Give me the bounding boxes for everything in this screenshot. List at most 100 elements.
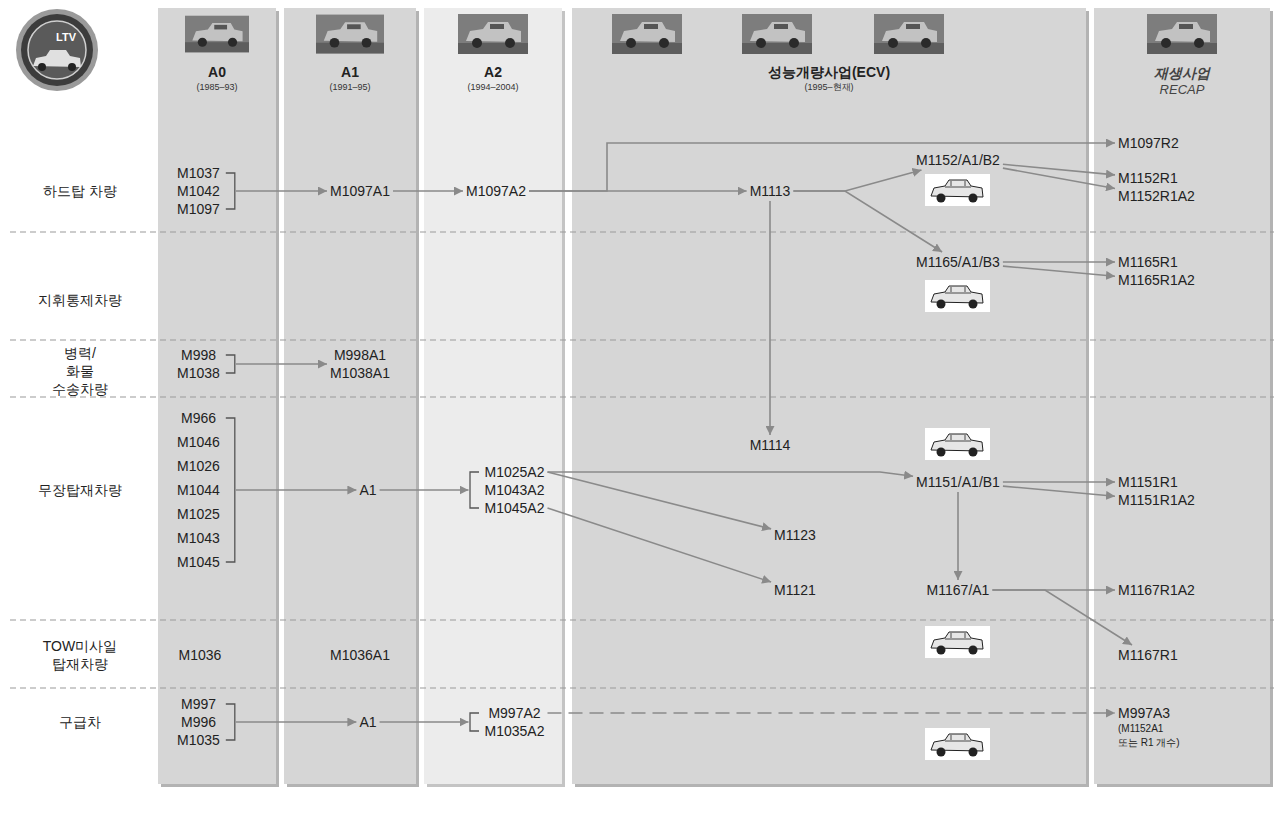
model-node: M1151/A1/B1: [913, 472, 1003, 492]
model-node: M1165R1A2: [1115, 270, 1198, 290]
era-column: A0(1985–93) M1037 M1042 M1097M998 M1038M9…: [158, 8, 276, 784]
model-node: M997 M996 M1035: [174, 694, 236, 750]
model-node: M1025A2 M1043A2 M1045A2: [469, 462, 548, 518]
model-name: M1167/A1: [927, 581, 990, 599]
model-node: M1121: [771, 580, 819, 600]
model-name: M998 M1038: [177, 346, 220, 382]
model-node: M1152R1A2: [1115, 186, 1198, 206]
model-name: M998A1 M1038A1: [330, 346, 390, 382]
upgrade-arrow: [380, 489, 469, 491]
model-name: M1152R1A2: [1118, 187, 1195, 205]
row-label: TOW미사일 탑재차량: [43, 637, 117, 673]
badge-text: LTV: [56, 31, 76, 44]
row-label: TOW미사일 탑재차량: [43, 637, 117, 673]
model-name: M1165/A1/B3: [916, 253, 1000, 271]
upgrade-arrow: [236, 190, 327, 192]
model-name: M997A3: [1118, 704, 1184, 722]
model-name: M1121: [774, 581, 816, 599]
model-name: M1167R1: [1118, 646, 1178, 664]
upgrade-arrow: [793, 191, 942, 252]
upgrade-arrow: [529, 143, 1115, 191]
model-name: M1123: [774, 526, 816, 544]
upgrade-arrow: [957, 492, 959, 580]
row-label: 병력/화물 수송차량: [52, 344, 108, 398]
year-range: (1994–2004): [424, 81, 562, 93]
year-range: (1991–95): [284, 81, 416, 93]
model-name: M1165R1: [1118, 253, 1178, 271]
model-note: (M1152A1 또는 R1 개수): [1118, 722, 1184, 750]
model-name: M1151R1: [1118, 473, 1178, 491]
model-node: M966 M1046 M1026 M1044 M1025 M1043 M1045: [174, 405, 236, 575]
model-node: M1151R1: [1115, 472, 1181, 492]
upgrade-arrow: [236, 721, 357, 723]
upgrade-arrow: [1003, 168, 1115, 188]
model-name: M1165R1A2: [1118, 271, 1195, 289]
upgrade-arrow: [1003, 266, 1115, 276]
model-node: M1037 M1042 M1097: [174, 163, 236, 219]
model-name: M997 M996 M1035: [177, 695, 220, 749]
model-node: M1097A2: [463, 181, 529, 201]
model-node: M998A1 M1038A1: [327, 345, 393, 383]
model-name: M1097A1: [330, 182, 390, 200]
year-range: (1995–현재): [572, 81, 1086, 93]
model-name: M997A2 M1035A2: [485, 704, 545, 740]
era-column: 성능개량사업(ECV)(1995–현재) M1113 M1152/A1/B2M116…: [572, 8, 1086, 784]
upgrade-arrow: [548, 508, 772, 582]
upgrade-arrow: [1003, 261, 1115, 263]
model-node: M1167R1A2: [1115, 580, 1198, 600]
upgrade-arrow: [548, 472, 772, 529]
model-node: M1097A1: [327, 181, 393, 201]
column-header: 재생사업RECAP: [1094, 64, 1270, 98]
model-node: M1097R2: [1115, 133, 1182, 153]
upgrade-arrow: [1003, 481, 1115, 483]
model-name: M1097A2: [466, 182, 526, 200]
model-node: M1123: [771, 525, 819, 545]
upgrade-arrow: [380, 721, 469, 723]
model-node: M1036A1: [327, 645, 393, 665]
model-name: A1: [359, 481, 376, 499]
era-column: 재생사업RECAPM1097R2M1152R1M1152R1A2M1165R1M…: [1094, 8, 1270, 784]
model-node: A1: [356, 712, 379, 732]
model-node: M1167/A1: [924, 580, 993, 600]
model-node: M1152/A1/B2: [913, 150, 1003, 170]
year-range: (1985–93): [158, 81, 276, 93]
header-photos: [185, 14, 1217, 54]
upgrade-arrow: [548, 712, 1116, 714]
model-node: M997A3(M1152A1 또는 R1 개수): [1115, 703, 1187, 751]
ltv-badge: [16, 9, 98, 91]
model-node: M997A2 M1035A2: [469, 703, 548, 741]
upgrade-arrow: [793, 170, 921, 191]
row-label: 무장탑재차량: [38, 481, 122, 499]
model-node: M1113: [747, 181, 794, 201]
column-header: A2(1994–2004): [424, 64, 562, 93]
model-name: M1036A1: [330, 646, 390, 664]
model-name: M1151R1A2: [1118, 491, 1195, 509]
model-name: M1152/A1/B2: [916, 151, 1000, 169]
column-heading: 성능개량사업(ECV): [572, 64, 1086, 81]
row-label: 하드탑 차량: [43, 182, 117, 200]
model-node: M1114: [747, 435, 794, 455]
row-label: 병력/화물 수송차량: [52, 344, 108, 398]
upgrade-arrow: [393, 190, 463, 192]
model-node: M1165/A1/B3: [913, 252, 1003, 272]
model-name: M966 M1046 M1026 M1044 M1025 M1043 M1045: [177, 406, 220, 574]
model-node: M1167R1: [1115, 645, 1181, 665]
model-name: M1114: [750, 436, 791, 454]
model-name: A1: [359, 713, 376, 731]
model-name: M1151/A1/B1: [916, 473, 1000, 491]
model-name: M1152R1: [1118, 169, 1178, 187]
column-header: A0(1985–93): [158, 64, 276, 93]
row-label: 지휘통제차량: [38, 291, 122, 309]
column-heading: A0: [158, 64, 276, 81]
model-node: A1: [356, 480, 379, 500]
upgrade-arrow: [992, 590, 1132, 645]
model-node: M1151R1A2: [1115, 490, 1198, 510]
upgrade-arrow: [1003, 164, 1115, 175]
column-header: A1(1991–95): [284, 64, 416, 93]
badge-text: LTV: [56, 31, 76, 44]
column-header: 성능개량사업(ECV)(1995–현재): [572, 64, 1086, 93]
model-node: M1152R1: [1115, 168, 1181, 188]
model-name: M1113: [750, 182, 791, 200]
model-name: M1037 M1042 M1097: [177, 164, 220, 218]
